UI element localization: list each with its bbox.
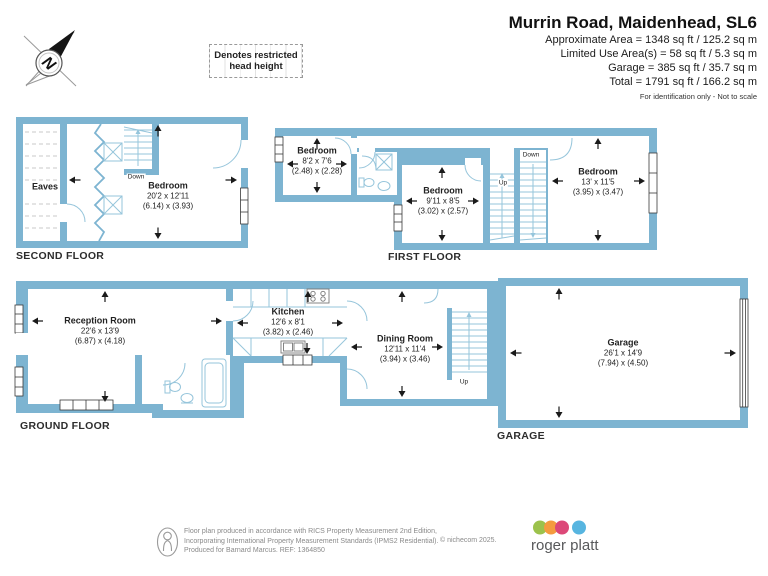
title-block: Murrin Road, Maidenhead, SL6 Approximate… [509, 13, 757, 101]
door-arc-icon [232, 300, 254, 322]
door-arc-icon [66, 203, 86, 223]
stairs-up-label: Up [458, 378, 470, 386]
total-area: Total = 1791 sq ft / 166.2 sq m [609, 76, 757, 88]
restricted-head-height-legend: Denotes restricted head height [209, 44, 303, 78]
shower-icon [361, 153, 393, 171]
garage-label: GARAGE [497, 430, 545, 442]
door-arc-icon [423, 288, 439, 304]
window-icon [393, 204, 403, 232]
nichecom-logo-icon [156, 527, 179, 557]
copyright-text: © nichecom 2025. [440, 536, 497, 544]
room-label-bedroom-second: Bedroom 20'2 x 12'11 (6.14) x (3.93) [142, 180, 194, 211]
ground-floor-plan [14, 281, 498, 418]
window-icon [240, 187, 249, 225]
room-label-kitchen: Kitchen 12'6 x 8'1 (3.82) x (2.46) [262, 306, 314, 337]
restricted-height-zigzag [93, 123, 106, 242]
kitchen-counter [232, 289, 348, 357]
door-arc-icon [346, 300, 368, 322]
front-door-opening [16, 333, 28, 355]
toilet-icon [164, 380, 181, 394]
garage-plan [498, 278, 749, 428]
room-label-bedroom-front: Bedroom 8'2 x 7'6 (2.48) x (2.28) [291, 145, 343, 176]
agent-logo-dots-icon [533, 520, 586, 535]
staircase-icon [452, 311, 487, 373]
first-floor-label: FIRST FLOOR [388, 251, 462, 263]
disclaimer-text: Floor plan produced in accordance with R… [184, 527, 438, 556]
dimension-arrow-icon [287, 138, 645, 241]
window-icon [14, 366, 24, 397]
approximate-area: Approximate Area = 1348 sq ft / 125.2 sq… [545, 34, 757, 46]
stairs-down-label: Down [521, 151, 541, 159]
compass-icon: N [23, 30, 77, 87]
sink-icon [377, 181, 391, 191]
window-icon [282, 354, 313, 366]
dimension-arrow-icon [510, 288, 736, 418]
limited-use-area: Limited Use Area(s) = 58 sq ft / 5.3 sq … [560, 48, 757, 60]
eaves-hatching [25, 131, 59, 229]
sink-icon [180, 393, 194, 404]
bathtub-icon [201, 358, 227, 408]
agent-logo-text: roger platt [531, 537, 599, 554]
ground-floor-label: GROUND FLOOR [20, 420, 110, 432]
staircase-icon [519, 161, 547, 241]
wardrobe-icon [103, 142, 123, 162]
door-arc-icon [549, 137, 573, 161]
identification-note: For identification only - Not to scale [639, 92, 757, 101]
door-arc-icon [358, 151, 376, 169]
door-arc-icon [212, 139, 242, 169]
room-label-dining: Dining Room 12'11 x 11'4 (3.94) x (3.46) [377, 333, 433, 364]
door-arc-icon [334, 137, 352, 155]
second-floor-label: SECOND FLOOR [16, 250, 105, 262]
staircase-icon [123, 124, 159, 175]
eaves-label: Eaves [30, 181, 60, 192]
room-label-reception: Reception Room 22'6 x 13'9 (6.87) x (4.1… [64, 315, 136, 346]
room-label-bedroom-middle: Bedroom 9'11 x 8'5 (3.02) x (2.57) [417, 185, 469, 216]
first-floor-plan [274, 128, 658, 250]
garage-door-icon [739, 298, 749, 408]
room-label-garage: Garage 26'1 x 14'9 (7.94) x (4.50) [597, 337, 649, 368]
legend-text: Denotes restricted head height [214, 50, 298, 72]
kitchen-sink-icon [280, 340, 306, 354]
hob-icon [306, 288, 330, 304]
wardrobe-icon [103, 195, 123, 215]
eaves-wall [60, 124, 67, 204]
agent-logo: roger platt [531, 519, 599, 554]
dimension-arrow-icon [69, 125, 237, 239]
stairs-up-label: Up [497, 179, 509, 187]
disclaimer-line: Floor plan produced in accordance with R… [184, 528, 437, 535]
door-arc-icon [464, 164, 482, 182]
room-label-bedroom-rear: Bedroom 13' x 11'5 (3.95) x (3.47) [572, 166, 624, 197]
page-title: Murrin Road, Maidenhead, SL6 [508, 13, 757, 32]
interior-wall [135, 355, 142, 404]
window-icon [59, 399, 114, 411]
window-icon [274, 136, 284, 163]
stairs-down-label: Down [126, 173, 146, 181]
window-icon [14, 304, 24, 334]
dimension-arrow-icon [32, 291, 443, 402]
window-icon [648, 152, 658, 214]
garage-area: Garage = 385 sq ft / 35.7 sq m [608, 62, 757, 74]
interior-wall [447, 308, 452, 380]
door-arc-icon [346, 368, 368, 390]
second-floor-plan [16, 117, 249, 248]
disclaimer-line: Produced for Barnard Marcus. REF: 136485… [184, 547, 325, 554]
disclaimer-line: Incorporating International Property Mea… [184, 537, 439, 545]
toilet-icon [358, 177, 375, 188]
door-arc-icon [162, 362, 186, 386]
